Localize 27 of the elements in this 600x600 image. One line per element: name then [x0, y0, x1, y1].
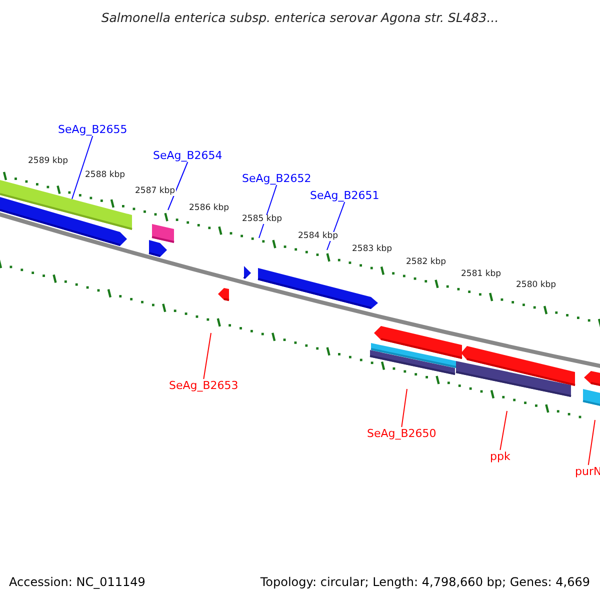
gene-label: SeAg_B2653	[169, 380, 238, 391]
gene-label: SeAg_B2650	[367, 428, 436, 439]
tick-label: 2584 kbp	[297, 232, 340, 240]
tick-label: 2587 kbp	[134, 187, 176, 196]
tick-label: 2582 kbp	[405, 258, 448, 266]
leader-line	[168, 162, 188, 210]
gene-label: SeAg_B2652	[242, 173, 312, 184]
accession-text: Accession: NC_011149	[9, 576, 146, 588]
gene-label: ppk	[490, 451, 510, 462]
title: Salmonella enterica subsp. enterica serovar Agona str. SL483...	[100, 12, 500, 24]
gene-label: SeAg_B2655	[58, 124, 128, 135]
gene-label: SeAg_B2651	[310, 190, 380, 201]
leader-line	[500, 410, 508, 450]
leader-line	[588, 420, 596, 466]
tick-label: 2583 kbp	[351, 245, 394, 254]
leader-line	[203, 332, 212, 380]
tick-label: 2585 kbp	[241, 215, 284, 224]
genome-summary-text: Topology: circular; Length: 4,798,660 bp; Genes: 4,669	[260, 576, 590, 588]
tick-label: 2580 kbp	[515, 281, 558, 290]
gene-label: SeAg_B2654	[153, 150, 222, 161]
leader-line	[401, 388, 408, 428]
leader-line	[72, 136, 94, 200]
tick-label: 2581 kbp	[460, 270, 502, 278]
tick-label: 2586 kbp	[188, 204, 230, 212]
tick-label: 2588 kbp	[84, 171, 126, 180]
leader-line	[258, 184, 278, 238]
tick-label: 2589 kbp	[27, 157, 70, 166]
